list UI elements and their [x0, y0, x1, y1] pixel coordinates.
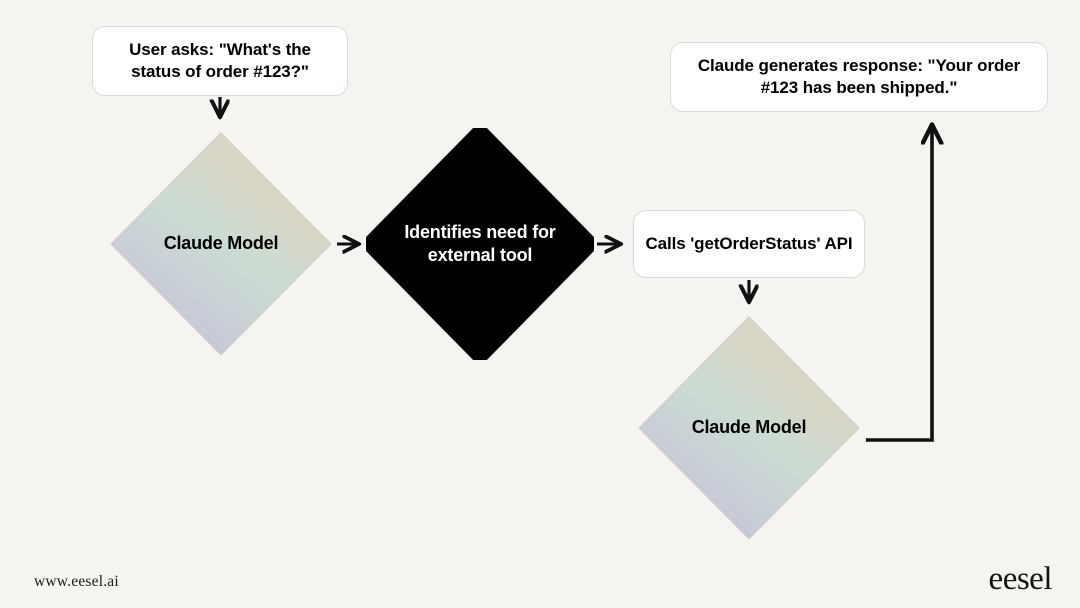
- node-claude-response: Claude generates response: "Your order #…: [670, 42, 1048, 112]
- node-claude-response-label: Claude generates response: "Your order #…: [697, 56, 1021, 97]
- connector-claude-2-to-claude-response: [866, 126, 932, 442]
- brand-logo-eesel: eesel: [988, 561, 1053, 597]
- node-decision-label: Identifies need for external tool: [404, 221, 556, 265]
- footer-website-url: www.eesel.ai: [34, 573, 119, 590]
- node-claude-model-1: Claude Model: [106, 128, 336, 360]
- node-claude-model-2: Claude Model: [634, 312, 864, 544]
- node-user-question: User asks: "What's the status of order #…: [92, 26, 348, 96]
- node-decision: Identifies need for external tool: [366, 128, 594, 360]
- node-claude-model-1-label: Claude Model: [163, 233, 279, 254]
- diamond-shape: [634, 312, 864, 544]
- node-api-call: Calls 'getOrderStatus' API: [633, 210, 865, 278]
- node-user-question-label: User asks: "What's the status of order #…: [129, 40, 311, 81]
- diamond-shape: [106, 128, 336, 360]
- node-claude-model-2-label: Claude Model: [691, 417, 807, 438]
- diamond-shape: [366, 128, 594, 360]
- node-api-call-label: Calls 'getOrderStatus' API: [645, 234, 853, 254]
